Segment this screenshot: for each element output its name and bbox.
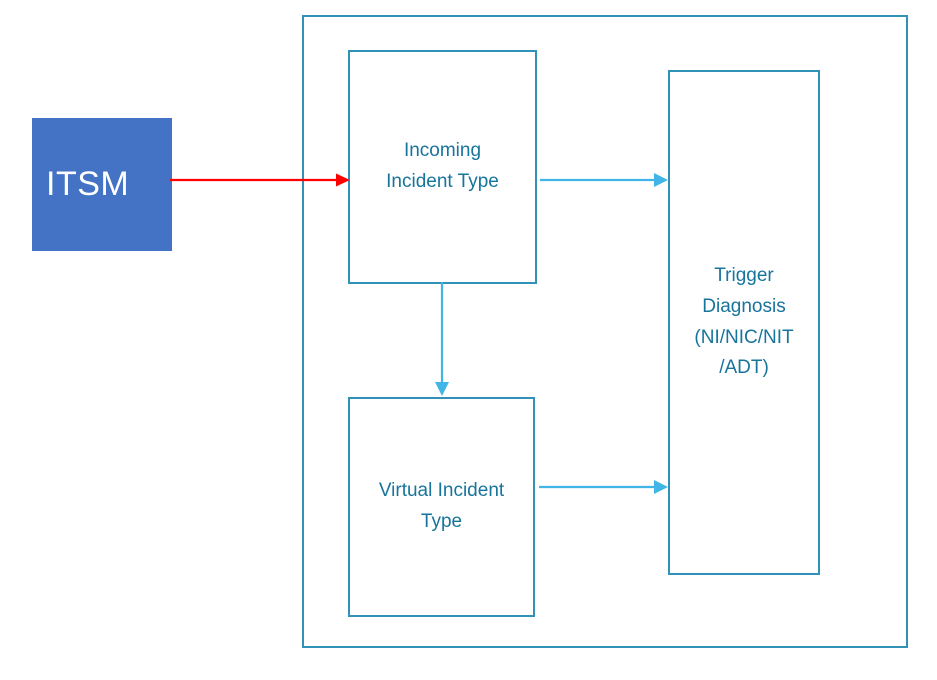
node-virtual-incident-type-label: Virtual Incident Type [378, 480, 505, 532]
node-trigger-diagnosis-label: Trigger Diagnosis (NI/NIC/NIT /ADT) [694, 264, 794, 379]
itsm-source-box[interactable]: ITSM [32, 118, 172, 251]
node-incoming-incident-type-label: Incoming Incident Type [386, 140, 499, 192]
edge-incoming-to-trigger [538, 166, 672, 194]
edge-itsm-to-incoming [168, 166, 354, 194]
node-incoming-incident-type[interactable]: Incoming Incident Type [348, 50, 537, 284]
edge-virtual-to-trigger-arrowhead [654, 480, 668, 494]
edge-incoming-to-virtual [428, 280, 456, 400]
edge-incoming-to-trigger-arrowhead [654, 173, 668, 187]
edge-itsm-to-incoming-arrowhead [336, 173, 350, 187]
edge-virtual-to-trigger [537, 473, 672, 501]
edge-incoming-to-virtual-arrowhead [435, 382, 449, 396]
node-virtual-incident-type[interactable]: Virtual Incident Type [348, 397, 535, 617]
system-boundary-container [302, 15, 908, 648]
node-trigger-diagnosis[interactable]: Trigger Diagnosis (NI/NIC/NIT /ADT) [668, 70, 820, 575]
itsm-label: ITSM [46, 164, 130, 203]
